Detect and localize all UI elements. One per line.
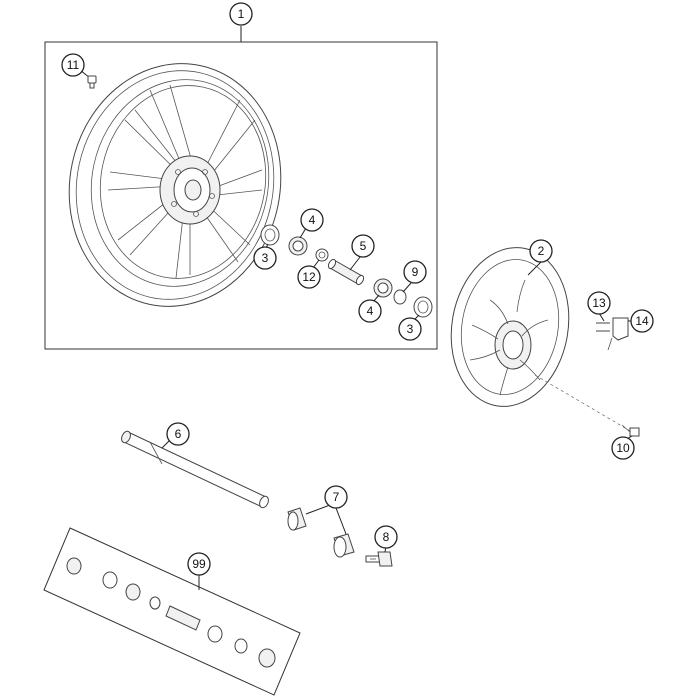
svg-text:3: 3 bbox=[262, 251, 269, 265]
callout-99: 99 bbox=[187, 552, 211, 576]
bearing-part-left bbox=[288, 236, 308, 256]
callout-8: 8 bbox=[374, 525, 398, 549]
svg-text:13: 13 bbox=[592, 296, 606, 310]
callout-7: 7 bbox=[324, 485, 348, 509]
svg-text:3: 3 bbox=[407, 322, 414, 336]
svg-text:5: 5 bbox=[360, 239, 367, 253]
callout-10: 10 bbox=[611, 436, 635, 460]
callout-4-left: 4 bbox=[300, 208, 324, 232]
circlip-part bbox=[393, 289, 407, 305]
svg-text:4: 4 bbox=[309, 213, 316, 227]
callout-2: 2 bbox=[529, 239, 553, 263]
wheel-spindle bbox=[121, 430, 269, 509]
callout-5: 5 bbox=[351, 234, 375, 258]
spacer-ring-part bbox=[315, 248, 329, 262]
distance-sleeve-part bbox=[327, 258, 365, 286]
sensor-screw-part bbox=[596, 322, 610, 332]
callout-3-left: 3 bbox=[253, 246, 277, 270]
callout-11: 11 bbox=[61, 53, 85, 77]
callout-4-right: 4 bbox=[358, 299, 382, 323]
valve-part bbox=[79, 69, 97, 89]
svg-text:9: 9 bbox=[412, 265, 419, 279]
svg-text:4: 4 bbox=[367, 304, 374, 318]
bearing-kit-frame bbox=[43, 527, 301, 696]
svg-text:8: 8 bbox=[383, 530, 390, 544]
spindle-screw-part bbox=[365, 551, 393, 567]
svg-text:6: 6 bbox=[175, 427, 182, 441]
svg-text:10: 10 bbox=[616, 441, 630, 455]
callout-1: 1 bbox=[229, 2, 253, 26]
front-wheel-rim bbox=[68, 63, 282, 307]
brake-disc bbox=[450, 247, 570, 407]
spacer-part-1 bbox=[287, 507, 307, 531]
shaft-seal-part-right bbox=[413, 296, 433, 318]
bearing-part-right bbox=[373, 278, 393, 298]
bearing-kit-parts bbox=[66, 557, 276, 668]
svg-text:1: 1 bbox=[238, 7, 245, 21]
svg-text:12: 12 bbox=[302, 270, 316, 284]
callout-9: 9 bbox=[403, 260, 427, 284]
svg-text:14: 14 bbox=[635, 314, 649, 328]
callout-14: 14 bbox=[630, 309, 654, 333]
svg-text:99: 99 bbox=[192, 557, 206, 571]
callout-12: 12 bbox=[297, 265, 321, 289]
disc-screw-part bbox=[621, 424, 640, 437]
svg-text:7: 7 bbox=[333, 490, 340, 504]
callout-6: 6 bbox=[166, 422, 190, 446]
svg-text:2: 2 bbox=[538, 244, 545, 258]
svg-text:11: 11 bbox=[67, 58, 80, 72]
sensor-bracket-part bbox=[607, 317, 629, 351]
spacer-part-2 bbox=[333, 533, 355, 558]
shaft-seal-part-left bbox=[260, 224, 280, 246]
callout-3-right: 3 bbox=[398, 317, 422, 341]
callout-13: 13 bbox=[587, 291, 611, 315]
